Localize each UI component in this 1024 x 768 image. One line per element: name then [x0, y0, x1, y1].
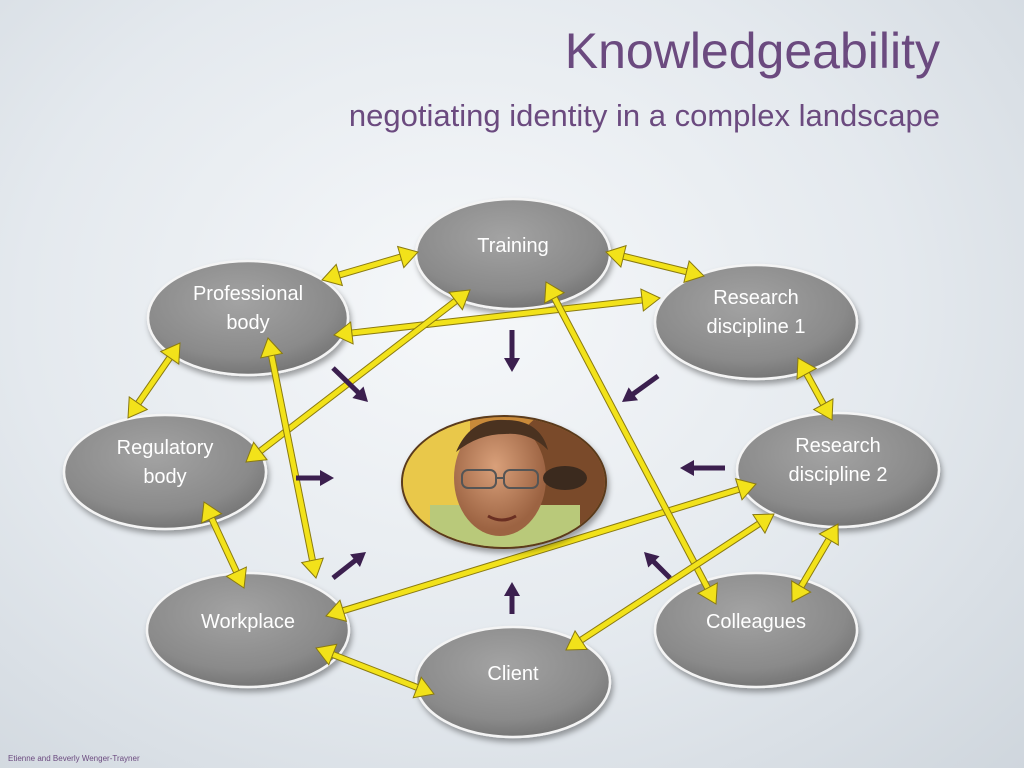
person-photo	[400, 410, 610, 555]
influence-arrow	[504, 330, 520, 372]
influence-arrow	[622, 376, 658, 402]
node-label-workplace: Workplace	[201, 611, 295, 633]
link-professional-body-to-regulatory-body	[128, 343, 180, 418]
influence-arrow	[296, 470, 334, 486]
influence-arrow	[644, 552, 670, 578]
node-label-colleagues: Colleagues	[706, 611, 806, 633]
link-training-to-research-discipline-1	[606, 246, 704, 283]
link-workplace-to-client	[316, 644, 434, 697]
node-label-training: Training	[477, 235, 549, 257]
influence-arrow	[504, 582, 520, 614]
link-professional-body-to-training	[322, 246, 418, 285]
link-research-discipline-1-to-research-discipline-2	[797, 358, 833, 420]
influence-arrow	[333, 552, 366, 578]
node-label-client: Client	[487, 663, 539, 685]
influence-arrow	[680, 460, 725, 476]
